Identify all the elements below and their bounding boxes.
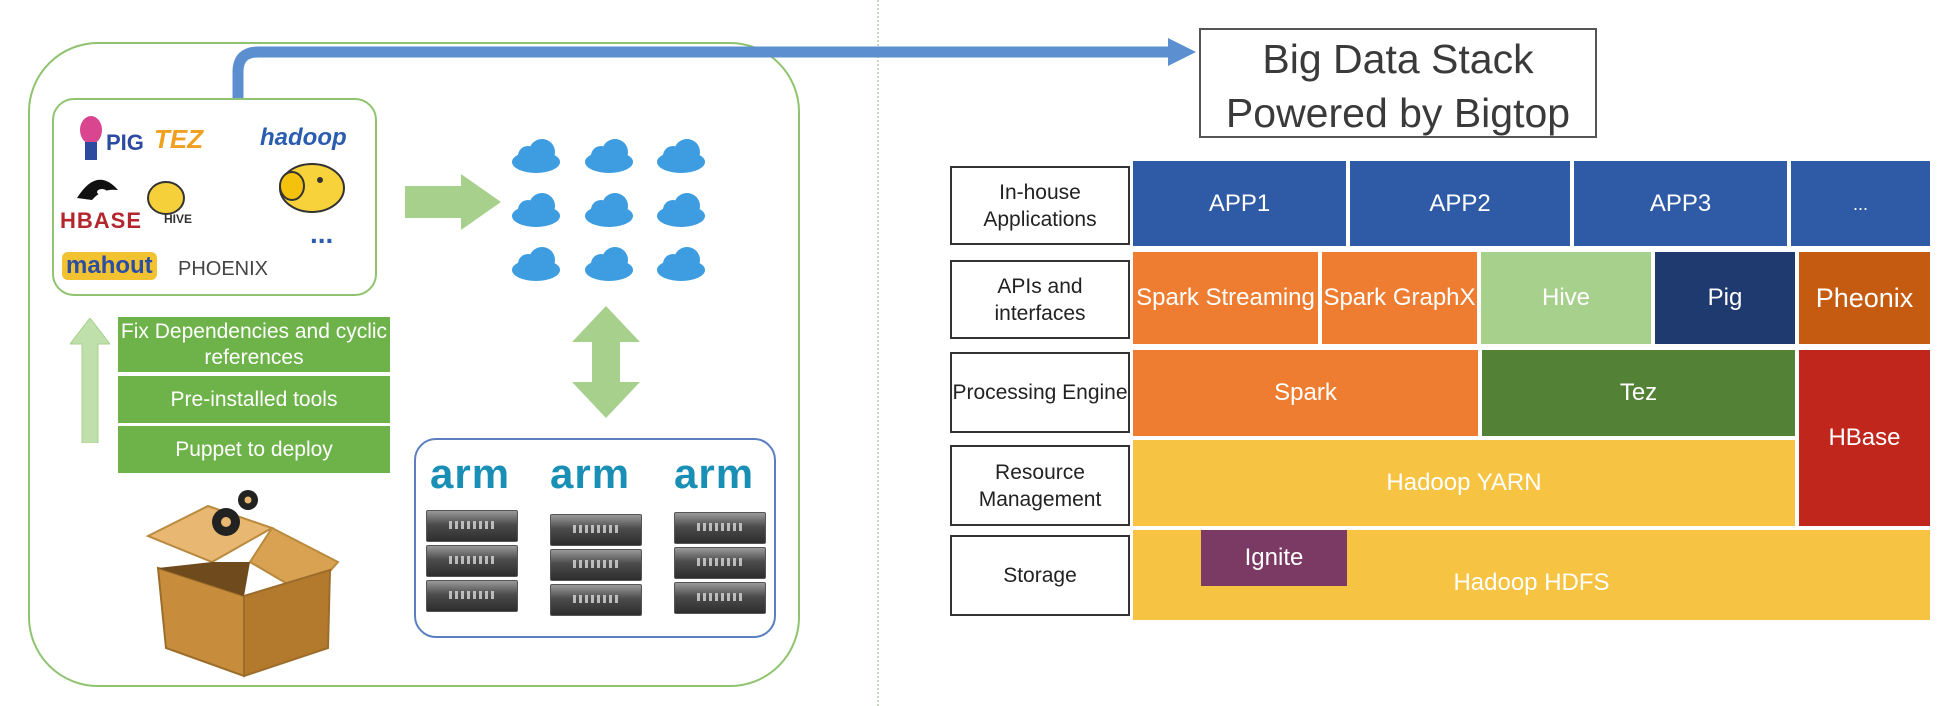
gear-icon — [212, 490, 258, 536]
block-pig: Pig — [1655, 252, 1795, 344]
block-hadoop-yarn: Hadoop YARN — [1133, 440, 1795, 526]
step-preinstalled-tools: Pre-installed tools — [118, 376, 390, 423]
cloud-icon — [657, 139, 705, 173]
build-flow-frame — [28, 42, 800, 687]
arrow-icon — [405, 174, 501, 230]
mahout-logo: mahout — [62, 252, 157, 280]
pig-logo: PIG — [106, 130, 144, 155]
cloud-icon — [657, 193, 705, 227]
arm-servers-box: arm arm arm — [414, 438, 776, 638]
server-icon — [426, 510, 518, 612]
pig-mascot-icon — [80, 116, 102, 160]
arm-logo: arm — [674, 450, 755, 497]
block-tez: Tez — [1482, 350, 1795, 436]
block-app3: APP3 — [1574, 161, 1787, 246]
block-hive: Hive — [1481, 252, 1651, 344]
block-app2: APP2 — [1350, 161, 1570, 246]
block-pheonix: Pheonix — [1799, 252, 1930, 344]
server-icon — [674, 512, 766, 614]
cloud-icon — [657, 247, 705, 281]
cloud-icon — [585, 193, 633, 227]
layer-label-processing: Processing Engine — [950, 352, 1130, 433]
cloud-icon — [585, 139, 633, 173]
block-spark-graphx: Spark GraphX — [1322, 252, 1477, 344]
cloud-icon — [512, 193, 560, 227]
hadoop-logo: hadoop — [260, 124, 347, 151]
layer-label-resource: Resource Management — [950, 445, 1130, 526]
hive-logo: HIVE — [164, 212, 193, 226]
block-spark: Spark — [1133, 350, 1478, 436]
more-logos: ... — [310, 218, 334, 249]
layer-label-apis: APIs and interfaces — [950, 260, 1130, 339]
block-spark-streaming: Spark Streaming — [1133, 252, 1318, 344]
arm-logo: arm — [550, 450, 631, 497]
arrow-icon — [70, 318, 110, 443]
stack-title: Big Data Stack Powered by Bigtop — [1199, 28, 1597, 138]
block-ignite: Ignite — [1201, 530, 1347, 586]
cloud-icon — [512, 139, 560, 173]
hbase-logo: HBASE — [60, 208, 143, 233]
block-hbase: HBase — [1799, 350, 1930, 526]
step-fix-dependencies: Fix Dependencies and cyclic references — [118, 317, 390, 372]
stack-title-line1: Big Data Stack — [1262, 36, 1534, 82]
block-app-more: ... — [1791, 161, 1930, 246]
cloud-icon — [512, 247, 560, 281]
bigtop-components-box: PIG TEZ hadoop HBASE HIVE ... mahout PHO… — [52, 98, 377, 296]
phoenix-logo: PHOENIX — [178, 258, 269, 280]
tez-logo: TEZ — [154, 124, 204, 154]
step-puppet-deploy: Puppet to deploy — [118, 426, 390, 473]
layer-label-storage: Storage — [950, 535, 1130, 616]
arrow-icon — [572, 306, 640, 418]
cloud-icon — [585, 247, 633, 281]
layer-label-apps: In-house Applications — [950, 166, 1130, 245]
hbase-orca-icon — [77, 179, 118, 200]
box-icon — [145, 490, 340, 678]
section-divider — [877, 0, 879, 706]
cloud-cluster — [512, 139, 705, 281]
stack-title-line2: Powered by Bigtop — [1225, 90, 1571, 136]
server-icon — [550, 514, 642, 616]
arm-logo: arm — [430, 450, 511, 497]
hadoop-elephant-icon — [279, 163, 345, 213]
hive-bee-icon — [147, 181, 185, 215]
block-app1: APP1 — [1133, 161, 1346, 246]
